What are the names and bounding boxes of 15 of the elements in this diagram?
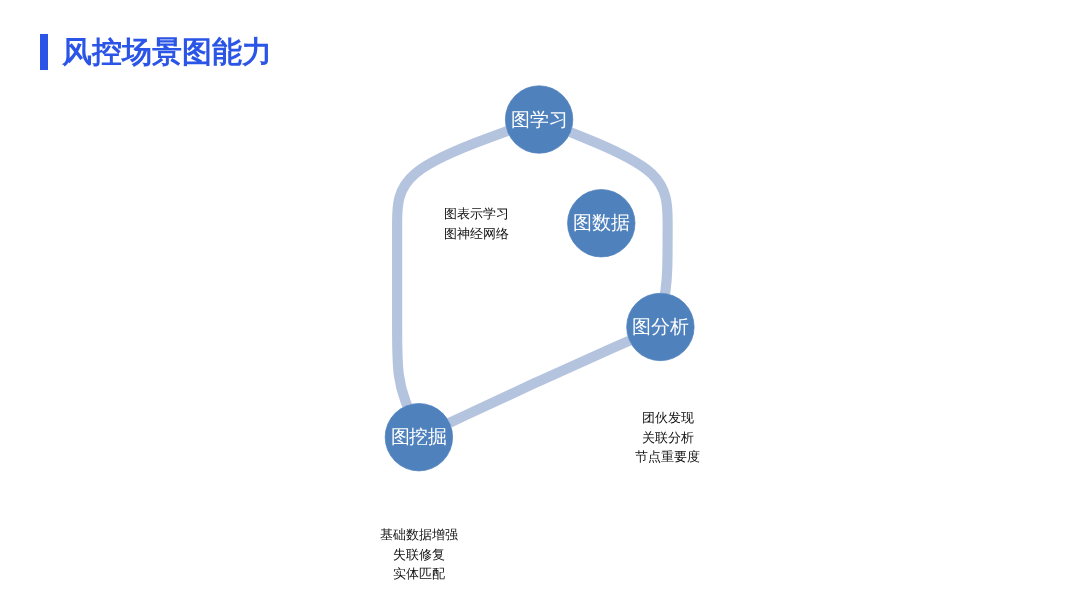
node-label: 节点重要度 <box>635 449 701 465</box>
node-label: 团伙发现 <box>641 409 694 426</box>
node-circle: 图学习 <box>505 85 574 154</box>
slide-title: 风控场景图能力 <box>40 34 272 70</box>
node-label: 基础数据增强 <box>379 526 459 542</box>
node-label: 失联修复 <box>392 546 445 562</box>
connector <box>392 126 510 408</box>
node-label: 图神经网络 <box>444 225 510 241</box>
node-circle: 图挖掘 <box>384 403 453 472</box>
node-circle: 图分析 <box>626 292 695 362</box>
node-label: 关联分析 <box>641 429 694 445</box>
node-circle: 图数据 <box>567 189 636 258</box>
node-label: 实体匹配 <box>392 565 445 582</box>
node-label: 图表示学习 <box>444 205 510 222</box>
connector <box>447 335 632 428</box>
